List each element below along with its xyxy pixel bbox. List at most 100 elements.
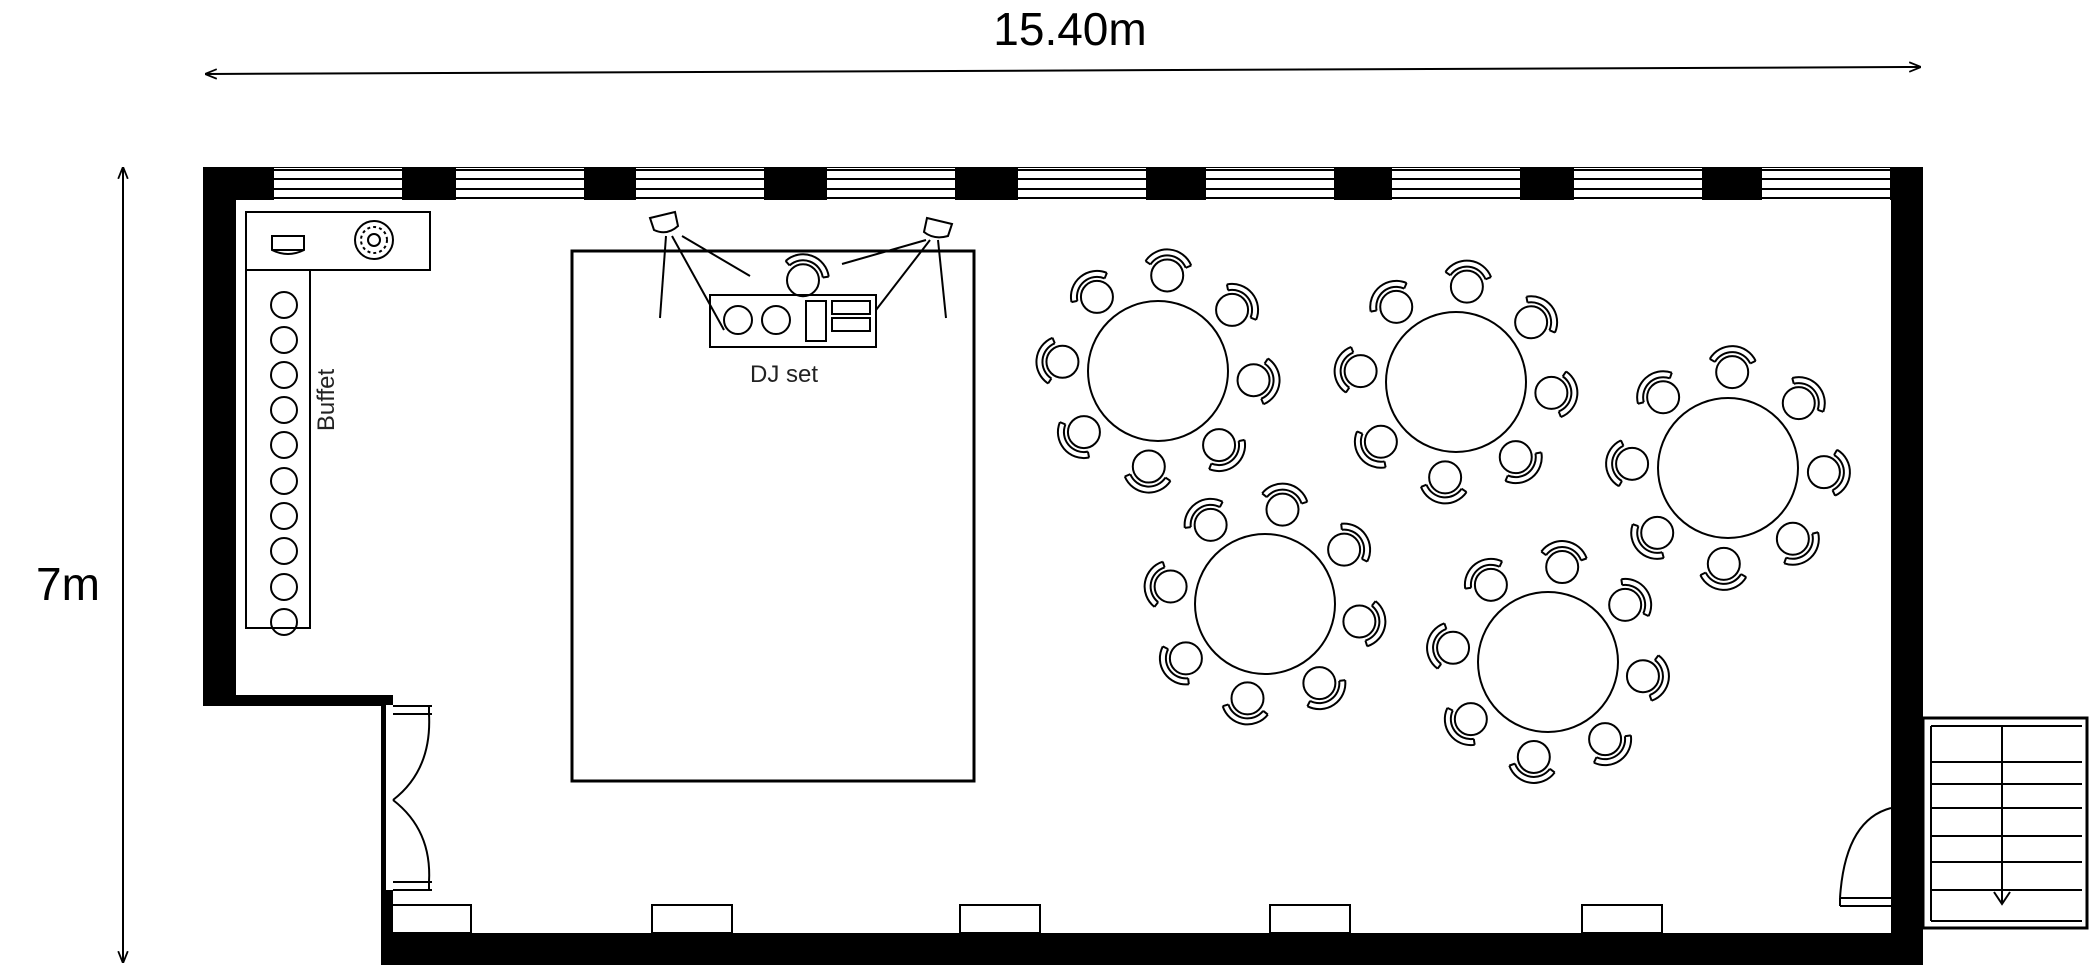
- cash-register-icon: [271, 235, 305, 255]
- chair: [1183, 497, 1228, 542]
- buffet-label: Buffet: [313, 369, 340, 432]
- chair: [1426, 622, 1471, 670]
- buffet-counter: [245, 269, 311, 629]
- radiators: [390, 904, 1663, 934]
- dish-icon: [270, 431, 298, 459]
- chair: [1444, 259, 1492, 304]
- dish-icon: [270, 467, 298, 495]
- round-table: [1605, 345, 1851, 591]
- coffee-machine-icon: [354, 220, 394, 260]
- chair: [1806, 448, 1851, 497]
- window: [274, 168, 402, 200]
- radiator: [651, 904, 733, 934]
- chair: [1540, 540, 1588, 585]
- chair: [1202, 428, 1247, 473]
- chair: [1514, 295, 1559, 340]
- dish-icon: [270, 361, 298, 389]
- chair: [1236, 357, 1281, 406]
- chair: [1534, 370, 1579, 418]
- radiator: [1269, 904, 1351, 934]
- dance-floor: [570, 249, 976, 783]
- chair: [1508, 739, 1556, 784]
- chair: [1608, 577, 1653, 622]
- dish-icon: [270, 396, 298, 424]
- chair: [1630, 515, 1675, 560]
- dj-set: DJ set: [648, 210, 954, 388]
- chair: [1302, 666, 1347, 711]
- round-table: [1333, 259, 1579, 505]
- dish-icon: [270, 573, 298, 601]
- chair: [1498, 440, 1543, 485]
- staircase: [1921, 716, 2089, 930]
- chair: [1123, 449, 1172, 494]
- round-tables: [1035, 248, 1851, 784]
- round-table: [1143, 482, 1387, 726]
- right-spotlight-icon: [841, 216, 954, 319]
- chair: [1035, 336, 1080, 385]
- height-dimension: 7m: [36, 168, 123, 962]
- chair: [1144, 248, 1193, 293]
- chair: [1369, 279, 1414, 324]
- turntable-icon: [761, 305, 791, 335]
- chair: [1463, 557, 1508, 602]
- window: [636, 168, 764, 200]
- chair: [1781, 376, 1826, 421]
- right-wall: [1891, 167, 1923, 940]
- chair: [1420, 460, 1468, 505]
- dish-icon: [270, 502, 298, 530]
- chair: [1625, 654, 1670, 702]
- lower-left-wall-step: [203, 695, 393, 706]
- buffet-top-counter: [245, 211, 431, 271]
- turntable-icon: [723, 305, 753, 335]
- buffet: Buffet: [245, 211, 431, 636]
- table-top: [1385, 311, 1527, 453]
- table-top: [1087, 300, 1229, 442]
- dj-desk: [709, 294, 877, 348]
- dish-icon: [270, 537, 298, 565]
- window: [1392, 168, 1520, 200]
- chair: [1327, 522, 1372, 567]
- chair: [784, 253, 830, 298]
- radiator: [1581, 904, 1663, 934]
- window: [1574, 168, 1702, 200]
- window: [1206, 168, 1334, 200]
- radiator: [959, 904, 1041, 934]
- chair: [1333, 346, 1378, 394]
- chair: [1056, 415, 1101, 460]
- chair: [1261, 482, 1309, 527]
- chair: [1636, 370, 1681, 415]
- left-spotlight-icon: [648, 210, 751, 331]
- chair: [1221, 681, 1269, 726]
- dj-set-label: DJ set: [750, 361, 818, 388]
- left-wall: [203, 167, 236, 705]
- table-top: [1194, 533, 1336, 675]
- chair: [1708, 345, 1757, 390]
- chair: [1588, 722, 1633, 767]
- dish-icon: [270, 608, 298, 636]
- width-dimension: 15.40m: [206, 3, 1920, 74]
- walls: [203, 167, 1923, 965]
- chair: [1353, 424, 1398, 469]
- window: [456, 168, 584, 200]
- dish-icon: [270, 326, 298, 354]
- windows: [274, 168, 1890, 200]
- chair: [1215, 282, 1260, 327]
- chair: [1158, 641, 1203, 686]
- bottom-wall: [381, 933, 1923, 965]
- buffet-dishes: [270, 291, 298, 636]
- dish-icon: [270, 291, 298, 319]
- width-dimension-label: 15.40m: [993, 3, 1146, 55]
- chair: [1069, 269, 1114, 314]
- dj-chair: [784, 253, 830, 298]
- chair: [1605, 439, 1650, 488]
- chair: [1443, 702, 1488, 747]
- round-table: [1035, 248, 1281, 494]
- table-top: [1657, 397, 1799, 539]
- round-table: [1426, 540, 1670, 784]
- radiator: [390, 904, 472, 934]
- right-door: [1839, 807, 1892, 907]
- window: [1018, 168, 1146, 200]
- mixer-icon: [805, 300, 827, 342]
- controller-icon: [831, 300, 871, 315]
